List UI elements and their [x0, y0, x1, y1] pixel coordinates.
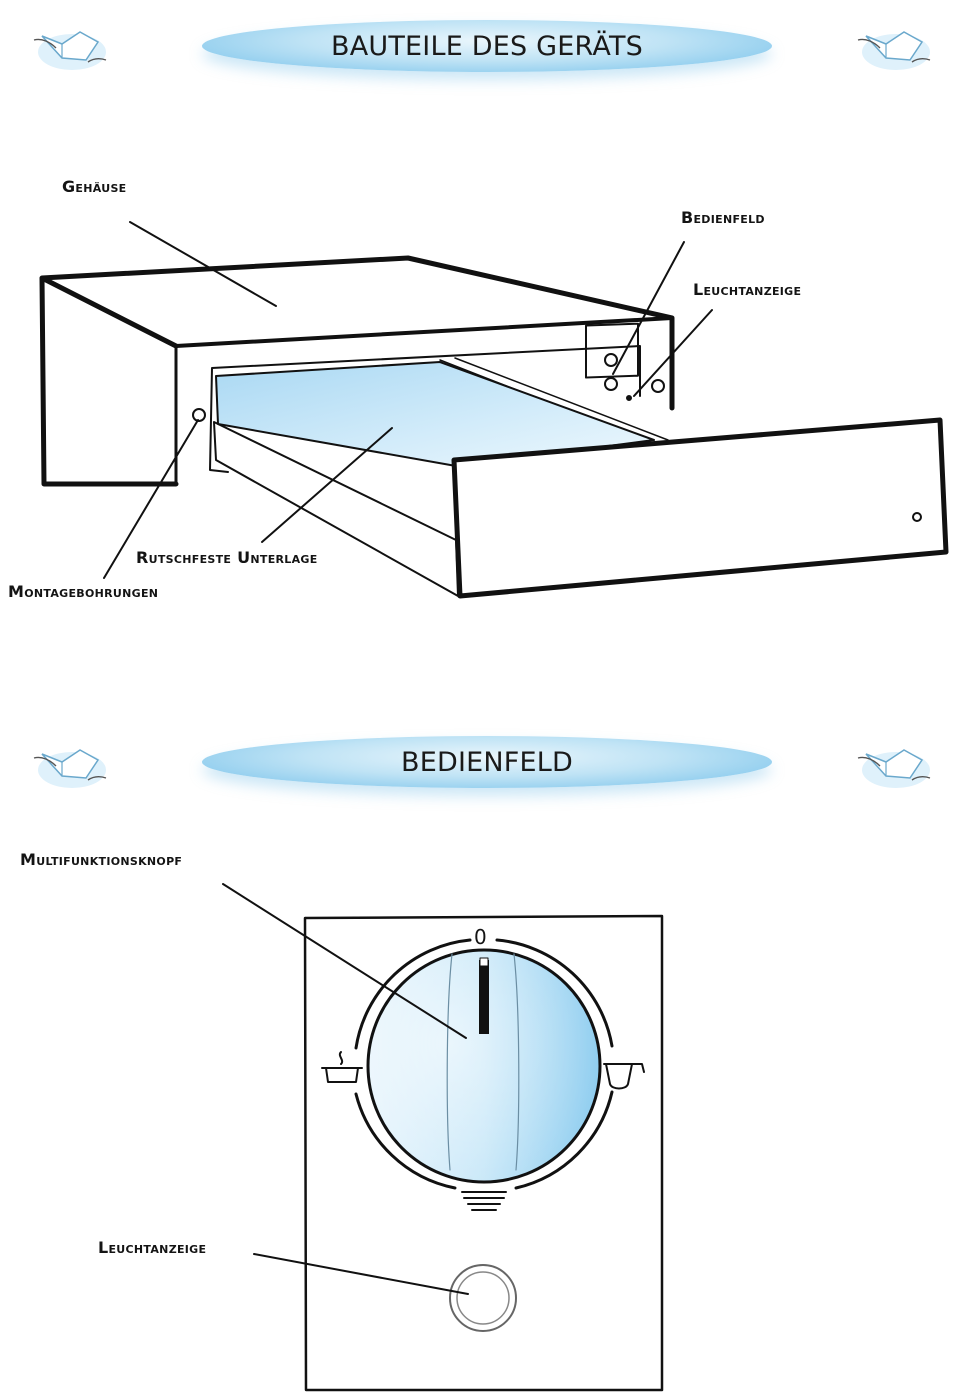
warming-drawer-diagram — [39, 221, 949, 599]
plate-icon — [321, 1051, 363, 1083]
book-hands-icon — [28, 18, 108, 74]
control-panel-plate — [303, 914, 664, 1392]
indicator-dot — [626, 395, 632, 401]
indicator-light — [449, 1264, 517, 1332]
housing-outline — [39, 255, 675, 487]
label-indicator-light: Leuchtanzeige — [98, 1238, 207, 1257]
section-banner-control-panel: BEDIENFELD — [202, 736, 772, 788]
cup-icon — [603, 1063, 645, 1090]
dial-zero-mark: 0 — [474, 925, 488, 949]
drawer-front — [451, 417, 949, 599]
label-mounting-holes: Montagebohrungen — [8, 582, 159, 601]
label-control-panel: Bedienfeld — [681, 208, 765, 227]
label-anti-slip-mat: Rutschfeste Unterlage — [136, 548, 318, 567]
label-housing: Gehäuse — [62, 177, 127, 196]
control-panel-box — [585, 322, 639, 379]
knob-pointer — [479, 960, 489, 1034]
book-hands-icon — [852, 18, 932, 74]
label-indicator-light: Leuchtanzeige — [693, 280, 802, 299]
multifunction-knob — [366, 948, 602, 1184]
section-banner-components: BAUTEILE DES GERÄTS — [202, 20, 772, 72]
book-hands-icon — [28, 736, 108, 792]
mounting-hole — [192, 408, 206, 422]
front-frame — [174, 316, 674, 486]
dial-scale-arc — [354, 938, 614, 1190]
book-hands-icon — [852, 736, 932, 792]
section-title: BAUTEILE DES GERÄTS — [331, 30, 643, 62]
drawer-hole — [912, 512, 922, 522]
section-title: BEDIENFELD — [400, 746, 573, 778]
warmer-icon — [461, 1191, 507, 1211]
label-multifunction-knob: Multifunktionsknopf — [20, 850, 183, 869]
